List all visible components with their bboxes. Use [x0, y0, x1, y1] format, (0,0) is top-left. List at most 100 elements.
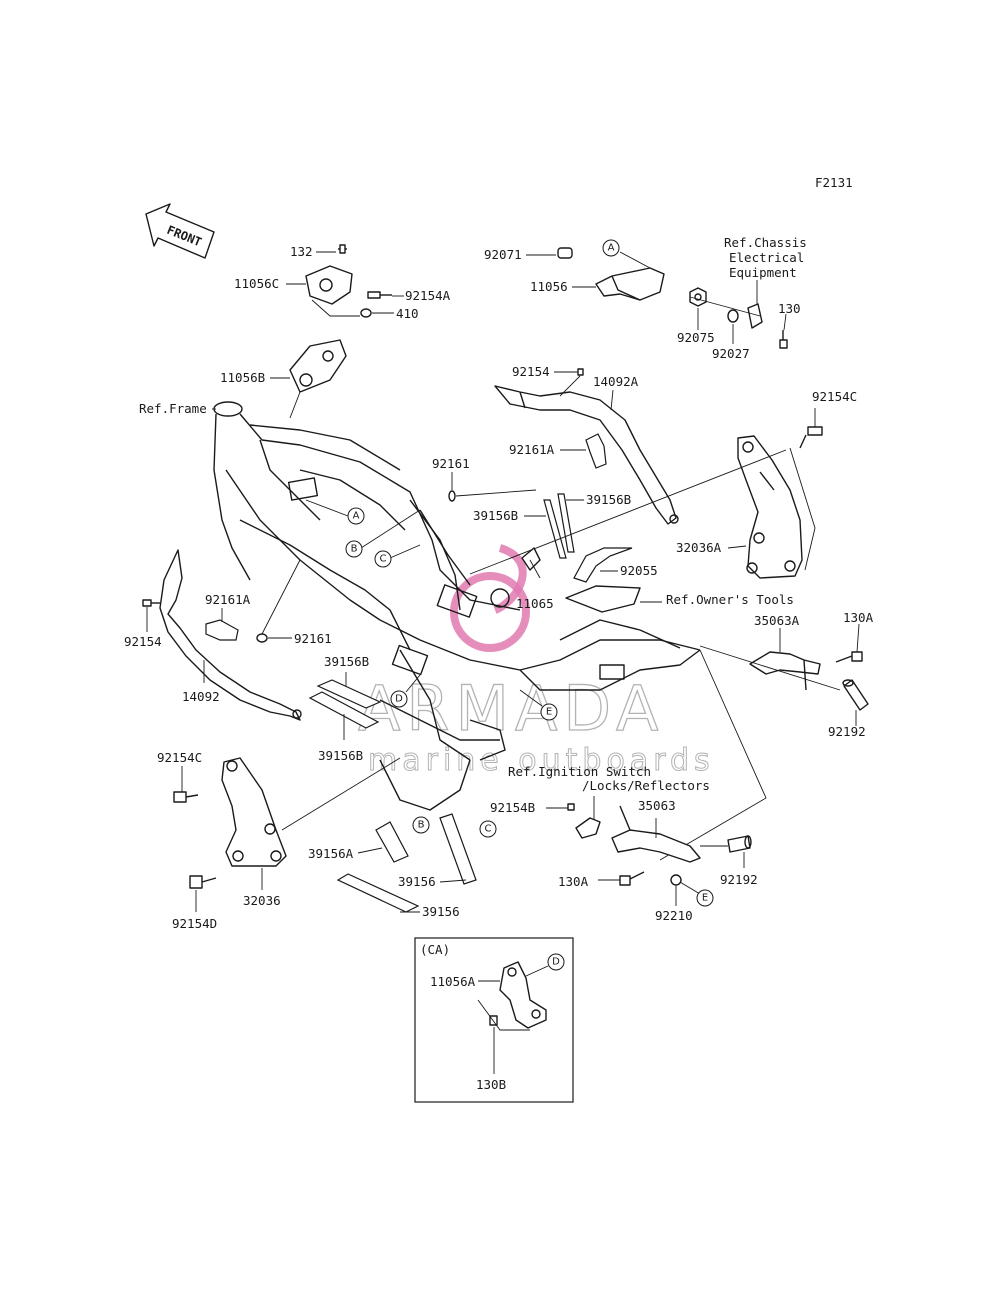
- part-35063-bracket: [611, 805, 701, 863]
- callout-E-lower: E: [696, 889, 714, 907]
- label-11056A: 11056A: [430, 974, 476, 989]
- figure-code: F2131: [815, 175, 853, 190]
- label-92027: 92027: [712, 346, 750, 361]
- part-32036-bracket: [221, 757, 287, 867]
- part-92154C-left-bolt: [173, 791, 199, 803]
- part-92210-nut: [670, 874, 682, 886]
- front-arrow-icon: FRONT: [145, 203, 215, 259]
- part-92154B-screw: [567, 803, 575, 811]
- label-92210: 92210: [655, 908, 693, 923]
- part-92075-nut: [689, 287, 707, 307]
- label-92154B: 92154B: [490, 800, 535, 815]
- callout-A-top: A: [602, 239, 620, 257]
- svg-text:D: D: [395, 694, 403, 705]
- part-130-bolt: [779, 330, 788, 349]
- label-39156-1: 39156: [398, 874, 436, 889]
- part-92071-grommet: [557, 247, 573, 259]
- label-14092A: 14092A: [593, 374, 639, 389]
- svg-text:E: E: [702, 893, 708, 904]
- label-39156B-3: 39156B: [324, 654, 369, 669]
- part-ref-electrical-damper: [747, 303, 763, 329]
- svg-text:B: B: [418, 820, 425, 831]
- part-39156B-pad-1: [557, 493, 575, 553]
- label-92154-left: 92154: [124, 634, 162, 649]
- part-92161-left-damper: [256, 633, 268, 643]
- ref-chassis-1: Ref.Chassis: [724, 235, 807, 250]
- part-39156-pad-2: [336, 873, 420, 913]
- label-35063A: 35063A: [754, 613, 800, 628]
- label-39156B-2: 39156B: [473, 508, 518, 523]
- svg-text:E: E: [546, 707, 552, 718]
- inset-ca-box: (CA) 11056A D 130B: [414, 937, 574, 1103]
- label-92154A: 92154A: [405, 288, 451, 303]
- callout-B-lower: B: [412, 816, 430, 834]
- label-11065: 11065: [516, 596, 554, 611]
- part-410-washer: [360, 308, 372, 318]
- ref-chassis-3: Equipment: [729, 265, 797, 280]
- label-32036A: 32036A: [676, 540, 722, 555]
- part-92192-top-peg: [842, 679, 869, 711]
- part-130A-top-bolt: [835, 651, 863, 663]
- label-130A-bottom: 130A: [558, 874, 589, 889]
- label-130B: 130B: [476, 1077, 506, 1092]
- label-39156A: 39156A: [308, 846, 354, 861]
- ref-frame: Ref.Frame: [139, 401, 207, 416]
- part-39156A-pad: [375, 821, 409, 863]
- ref-chassis-2: Electrical: [729, 250, 804, 265]
- callout-A-frame: A: [347, 507, 365, 525]
- part-92161A-top-pad: [585, 433, 607, 469]
- part-92161A-left-pad: [205, 619, 239, 641]
- svg-text:D: D: [552, 957, 560, 968]
- part-130A-bottom-bolt: [619, 871, 645, 886]
- part-14092A-side-cover: [494, 385, 679, 525]
- part-92154A-bolt: [367, 291, 392, 299]
- label-92075: 92075: [677, 330, 715, 345]
- label-14092: 14092: [182, 689, 220, 704]
- svg-text:B: B: [351, 544, 358, 555]
- label-39156B-4: 39156B: [318, 748, 363, 763]
- callout-D-frame: D: [390, 690, 408, 708]
- part-14092-side-cover: [159, 549, 302, 721]
- part-92154-left-screw: [142, 599, 160, 607]
- part-11056B-bracket: [289, 339, 347, 393]
- svg-text:C: C: [485, 824, 492, 835]
- part-owners-tools-kit: [565, 585, 641, 613]
- label-92161A-left: 92161A: [205, 592, 251, 607]
- callout-E-frame: E: [540, 703, 558, 721]
- part-92154C-right-bolt: [799, 426, 823, 449]
- label-132: 132: [290, 244, 313, 259]
- label-32036: 32036: [243, 893, 281, 908]
- label-92192-bottom: 92192: [720, 872, 758, 887]
- part-ignition-bracket: [575, 817, 601, 839]
- label-92154C-left: 92154C: [157, 750, 202, 765]
- part-39156B-pad-4: [308, 691, 380, 729]
- label-130A-top: 130A: [843, 610, 874, 625]
- part-32036A-bracket: [737, 435, 803, 579]
- label-92161-left: 92161: [294, 631, 332, 646]
- label-130: 130: [778, 301, 801, 316]
- part-92154-top-screw: [577, 368, 584, 376]
- watermark: ARMADA marine outboards: [357, 544, 715, 779]
- label-92071: 92071: [484, 247, 522, 262]
- watermark-tagline: marine outboards: [368, 743, 715, 778]
- part-35063A-bracket: [749, 651, 821, 691]
- part-92161-top-damper: [448, 490, 456, 502]
- label-92154C-right: 92154C: [812, 389, 857, 404]
- label-92055: 92055: [620, 563, 658, 578]
- part-92027-collar: [727, 309, 739, 323]
- part-39156-pad-1: [439, 813, 477, 885]
- part-11056C-bracket: [305, 265, 353, 305]
- label-11056C: 11056C: [234, 276, 279, 291]
- label-35063: 35063: [638, 798, 676, 813]
- callout-D-inset: D: [547, 953, 565, 971]
- part-11056-bracket: [595, 267, 665, 301]
- label-11056B: 11056B: [220, 370, 265, 385]
- label-39156B-1: 39156B: [586, 492, 631, 507]
- label-92161-top: 92161: [432, 456, 470, 471]
- label-92161A-top: 92161A: [509, 442, 555, 457]
- label-92154-top: 92154: [512, 364, 550, 379]
- ref-ignition-2: /Locks/Reflectors: [582, 778, 710, 793]
- svg-text:A: A: [353, 511, 360, 522]
- inset-ca-title: (CA): [420, 942, 450, 957]
